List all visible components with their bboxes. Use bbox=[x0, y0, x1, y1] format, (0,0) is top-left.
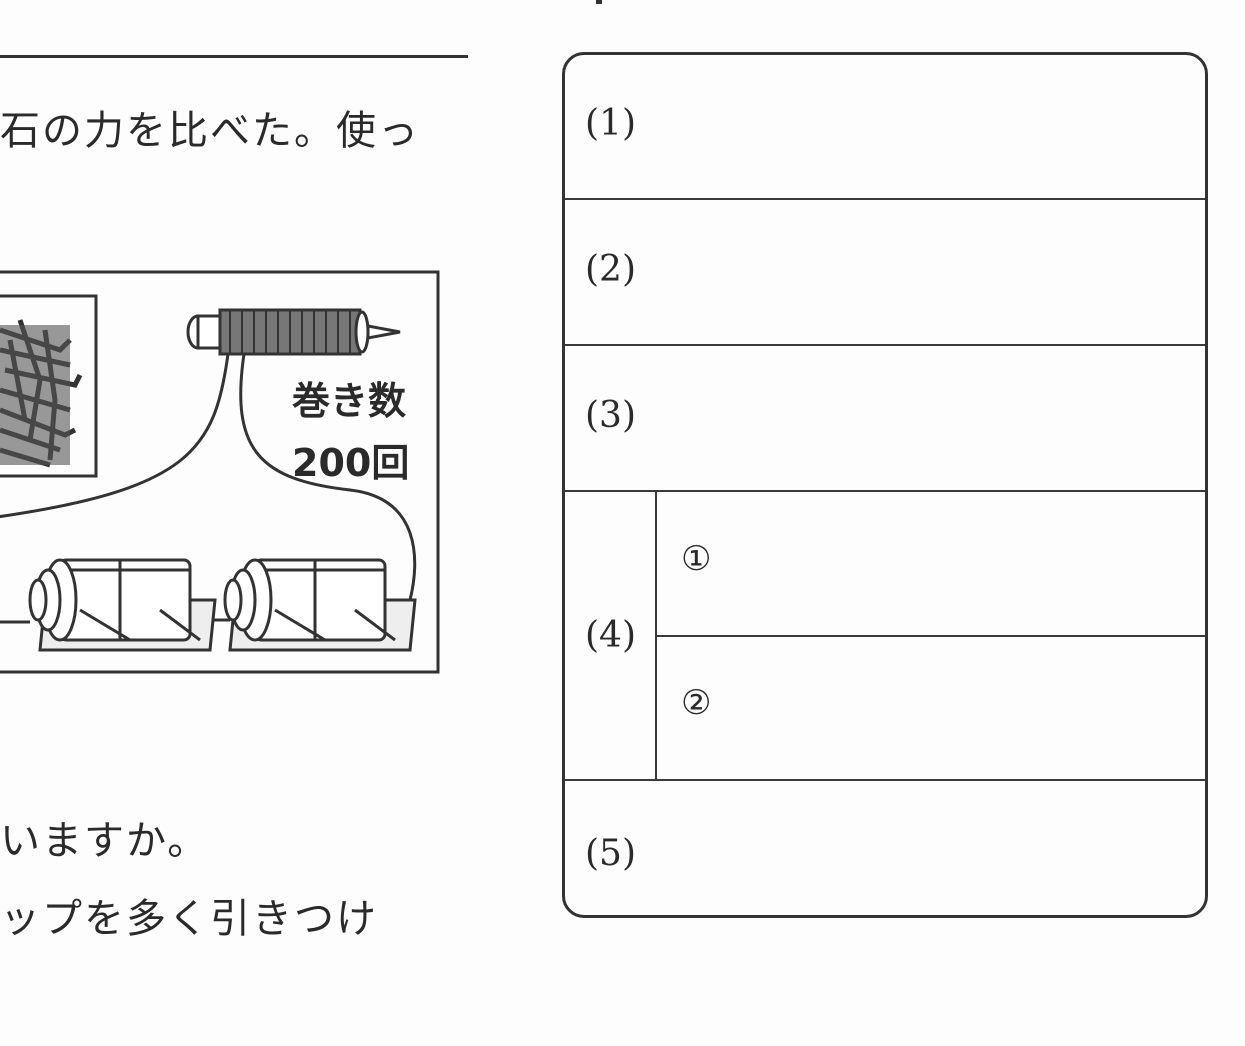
coil-turns-count: 200回 bbox=[292, 441, 410, 485]
answer-row-label-3: (3) bbox=[585, 395, 636, 436]
answer-field-4-2[interactable] bbox=[735, 645, 1185, 770]
row-divider-1 bbox=[565, 198, 1205, 200]
answer-row-label-4: (4) bbox=[585, 615, 636, 656]
question-text-line-1: 石の力を比べた。使っ bbox=[0, 108, 420, 154]
row-divider-2 bbox=[565, 344, 1205, 346]
battery-2 bbox=[223, 558, 417, 652]
paper-clips-shading bbox=[0, 325, 70, 465]
electromagnet-figure: 巻き数 200回 bbox=[0, 270, 440, 674]
clips-inset-frame bbox=[0, 294, 98, 478]
answer-field-2[interactable] bbox=[665, 210, 1185, 335]
electromagnet-coil bbox=[186, 308, 401, 356]
answer-row-label-1: (1) bbox=[585, 103, 636, 144]
answer-sub-label-2: ② bbox=[681, 683, 712, 723]
answer-field-5[interactable] bbox=[665, 790, 1185, 905]
header-mark bbox=[596, 0, 602, 4]
answer-sub-label-1: ① bbox=[681, 539, 712, 579]
question-text-line-3: ップを多く引きつけ bbox=[0, 896, 378, 942]
answer-row-label-5: (5) bbox=[585, 833, 636, 874]
row-divider-3 bbox=[565, 490, 1205, 492]
question-text-line-2: いますか。 bbox=[0, 818, 210, 864]
answer-field-1[interactable] bbox=[665, 65, 1185, 190]
answer-field-3[interactable] bbox=[665, 355, 1185, 480]
battery-1 bbox=[28, 558, 217, 652]
circuit-wires bbox=[0, 353, 417, 624]
answer-field-4-1[interactable] bbox=[735, 500, 1185, 625]
electromagnet-diagram bbox=[0, 270, 440, 674]
row-divider-sub bbox=[657, 635, 1205, 637]
row-divider-4 bbox=[565, 779, 1205, 781]
section-rule bbox=[0, 55, 468, 58]
figure-frame bbox=[0, 270, 440, 674]
sub-row-vertical-divider bbox=[655, 490, 657, 779]
coil-turns-label: 巻き数 bbox=[292, 379, 407, 423]
answer-row-label-2: (2) bbox=[585, 249, 636, 290]
answer-sheet-box: (1) (2) (3) (4) (5) ① ② bbox=[562, 52, 1208, 918]
